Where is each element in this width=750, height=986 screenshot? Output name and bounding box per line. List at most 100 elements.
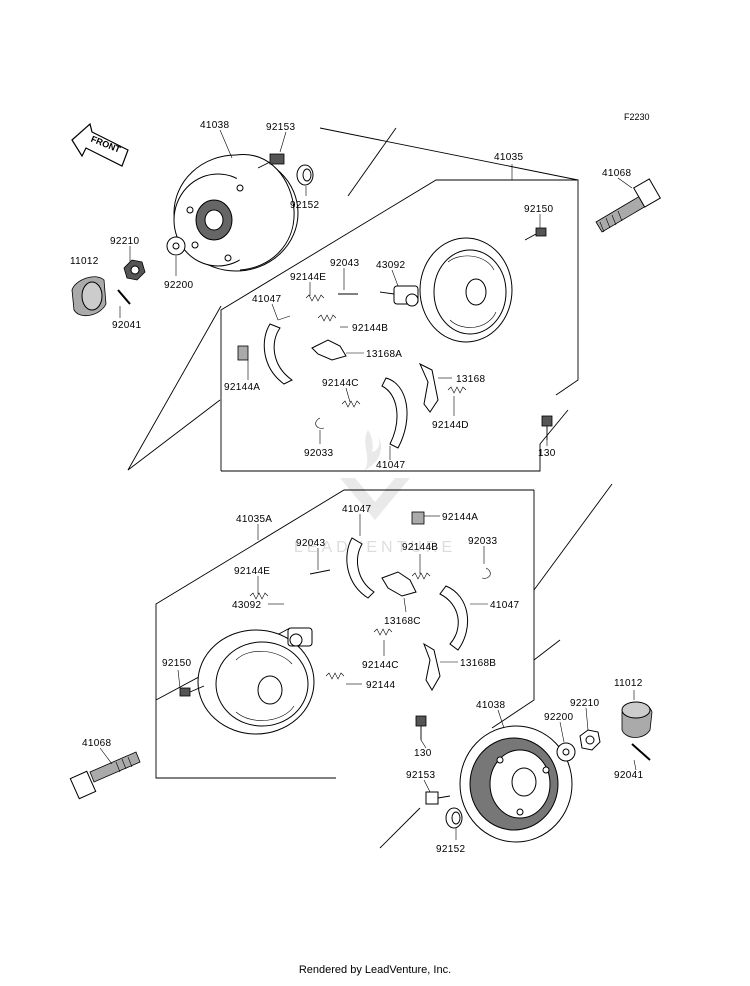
- label-41047-bottom-2: 41047: [490, 600, 519, 611]
- label-92144E-top: 92144E: [290, 272, 326, 283]
- brake-drum-bottom: [459, 725, 573, 843]
- wheel-cylinder-43092-top: [379, 285, 419, 307]
- label-41068-top: 41068: [602, 168, 631, 179]
- label-92153-bottom: 92153: [406, 770, 435, 781]
- clip-92144A-bottom: [411, 511, 425, 525]
- label-92152-bottom: 92152: [436, 844, 465, 855]
- hub-cap-11012-top: [71, 276, 107, 317]
- label-13168B: 13168B: [460, 658, 496, 669]
- label-41038-top: 41038: [200, 120, 229, 131]
- brake-shoe-41047-bottom-right: [439, 585, 469, 651]
- label-92144E-bottom: 92144E: [234, 566, 270, 577]
- label-41047-bottom-1: 41047: [342, 504, 371, 515]
- spindle-41068-top: [595, 178, 661, 233]
- label-41068-bottom: 41068: [82, 738, 111, 749]
- pin-92043-bottom: [309, 569, 331, 575]
- spring-92144: [325, 672, 345, 680]
- leader-lines: [99, 129, 637, 840]
- label-92144B-bottom: 92144B: [402, 542, 438, 553]
- label-92153-top: 92153: [266, 122, 295, 133]
- label-92033-top: 92033: [304, 448, 333, 459]
- nut-92210-bottom: [579, 729, 601, 751]
- label-92144C-bottom: 92144C: [362, 660, 399, 671]
- label-92144A-top: 92144A: [224, 382, 260, 393]
- bolt-92153-bottom: [425, 791, 451, 805]
- label-13168: 13168: [456, 374, 485, 385]
- bolt-92150-top: [524, 227, 547, 241]
- spindle-41068-bottom: [69, 751, 141, 800]
- lever-13168B: [423, 642, 441, 691]
- figure-code: F2230: [624, 112, 650, 122]
- bolt-92150-bottom: [179, 685, 205, 697]
- label-92144B-top: 92144B: [352, 323, 388, 334]
- brake-shoe-41047-top-left: [263, 315, 293, 385]
- spring-92144E-bottom: [249, 592, 269, 600]
- label-92144A-bottom: 92144A: [442, 512, 478, 523]
- label-92210-top: 92210: [110, 236, 139, 247]
- label-92043-bottom: 92043: [296, 538, 325, 549]
- watermark-text: LEADVENTURE: [294, 539, 456, 556]
- label-92200-bottom: 92200: [544, 712, 573, 723]
- label-41047-top-1: 41047: [252, 294, 281, 305]
- bolt-92153-top: [257, 153, 285, 169]
- spring-92033-bottom: [481, 567, 491, 579]
- label-43092-top: 43092: [376, 260, 405, 271]
- label-92200-top: 92200: [164, 280, 193, 291]
- label-92144D: 92144D: [432, 420, 469, 431]
- label-130-top: 130: [538, 448, 556, 459]
- brake-shoe-41047-top-right: [381, 377, 408, 449]
- seal-92152-top: [296, 164, 314, 186]
- nut-92210-top: [123, 259, 146, 281]
- label-13168A: 13168A: [366, 349, 402, 360]
- wheel-cylinder-43092-bottom: [287, 627, 313, 647]
- spring-92033-top: [315, 417, 325, 429]
- backing-plate-top: [419, 237, 513, 343]
- part-labels: 41038 92153 92152 41035 41068 92150 9221…: [70, 120, 643, 855]
- label-92043-top: 92043: [330, 258, 359, 269]
- label-41047-top-2: 41047: [376, 460, 405, 471]
- label-130-bottom: 130: [414, 748, 432, 759]
- lever-13168C: [381, 571, 417, 597]
- front-arrow-icon: FRONT: [71, 122, 129, 167]
- spring-92144D: [447, 386, 467, 394]
- brake-drum-top: [173, 153, 299, 272]
- spring-92144C-top: [341, 400, 361, 408]
- brake-shoe-41047-bottom-left: [346, 537, 375, 599]
- watermark-logo: [340, 430, 410, 520]
- bolt-130-bottom: [415, 715, 427, 740]
- top-assembly-frame: [127, 127, 579, 472]
- hub-cap-11012-bottom: [621, 701, 653, 738]
- label-11012-top: 11012: [70, 256, 99, 267]
- spring-92144B-bottom: [411, 572, 431, 580]
- label-92152-top: 92152: [290, 200, 319, 211]
- label-41035: 41035: [494, 152, 523, 163]
- cotter-pin-92041-bottom: [631, 743, 651, 761]
- label-92150-bottom: 92150: [162, 658, 191, 669]
- washer-92200-top: [166, 236, 186, 256]
- label-92144: 92144: [366, 680, 395, 691]
- clip-92144A-top: [237, 345, 249, 361]
- label-92041-top: 92041: [112, 320, 141, 331]
- seal-92152-bottom: [445, 807, 463, 829]
- backing-plate-bottom: [197, 629, 315, 735]
- spring-92144E-top: [305, 294, 325, 302]
- label-92144C-top: 92144C: [322, 378, 359, 389]
- spring-92144C-bottom: [373, 628, 393, 636]
- label-43092-bottom: 43092: [232, 600, 261, 611]
- washer-92200-bottom: [556, 742, 576, 762]
- label-92041-bottom: 92041: [614, 770, 643, 781]
- lever-13168: [418, 362, 439, 413]
- label-92150-top: 92150: [524, 204, 553, 215]
- label-92210-bottom: 92210: [570, 698, 599, 709]
- spring-92144B-top: [317, 314, 337, 322]
- label-11012-bottom: 11012: [614, 678, 643, 689]
- lever-13168A: [311, 339, 347, 361]
- bottom-assembly-frame: [155, 483, 613, 849]
- label-41038-bottom: 41038: [476, 700, 505, 711]
- footer-credit: Rendered by LeadVenture, Inc.: [298, 964, 452, 976]
- label-92033-bottom: 92033: [468, 536, 497, 547]
- label-13168C: 13168C: [384, 616, 421, 627]
- label-41035A: 41035A: [236, 514, 272, 525]
